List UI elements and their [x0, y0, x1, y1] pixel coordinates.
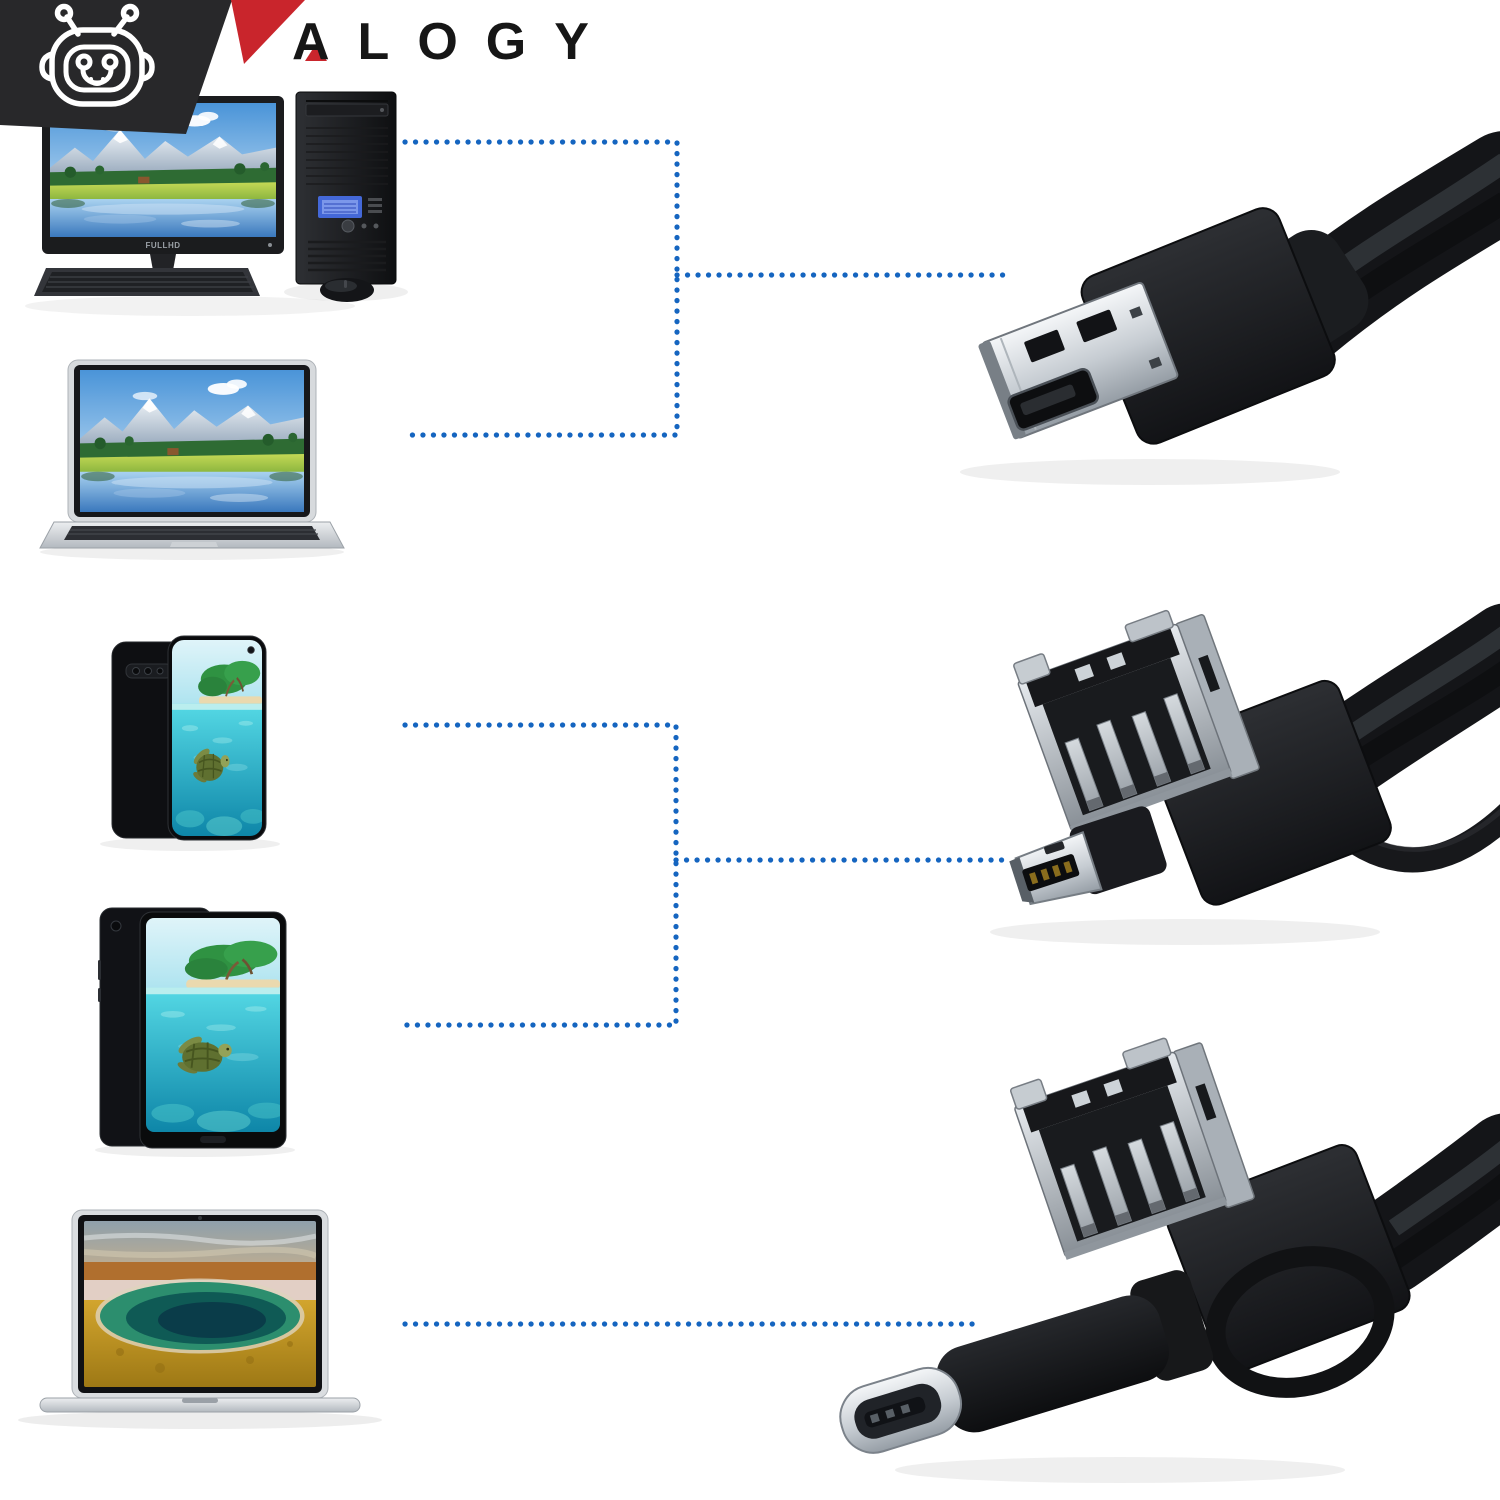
rubber-ring	[1205, 1246, 1395, 1398]
dotted-bracket-computers	[402, 139, 680, 438]
monitor-brand-label: FULLHD	[146, 241, 181, 250]
micro-usb-connector-image	[990, 596, 1500, 945]
red-slash	[231, 0, 305, 64]
desktop-pc-image: FULLHD	[25, 91, 408, 316]
brand-a-triangle	[305, 44, 327, 61]
laptop-image	[39, 359, 345, 560]
brand-wordmark: ALOGY	[292, 13, 617, 71]
usb-a-plug	[978, 281, 1179, 440]
usb-a-connector-image	[960, 131, 1500, 485]
hot-spring-wallpaper	[84, 1221, 316, 1387]
usb-c-connector-image	[839, 1024, 1500, 1483]
micro-usb-plug	[1009, 806, 1167, 906]
macbook-image	[18, 1209, 382, 1429]
tablet-image	[95, 907, 295, 1157]
usb-c-cable	[1341, 1114, 1500, 1295]
connection-lines	[402, 139, 1008, 1327]
usb-c-plug	[839, 1270, 1214, 1454]
robot-mascot-icon	[39, 3, 155, 107]
smartphone-image	[100, 635, 280, 851]
dotted-bracket-mobiles	[402, 722, 679, 1028]
logo-badge	[0, 0, 327, 134]
